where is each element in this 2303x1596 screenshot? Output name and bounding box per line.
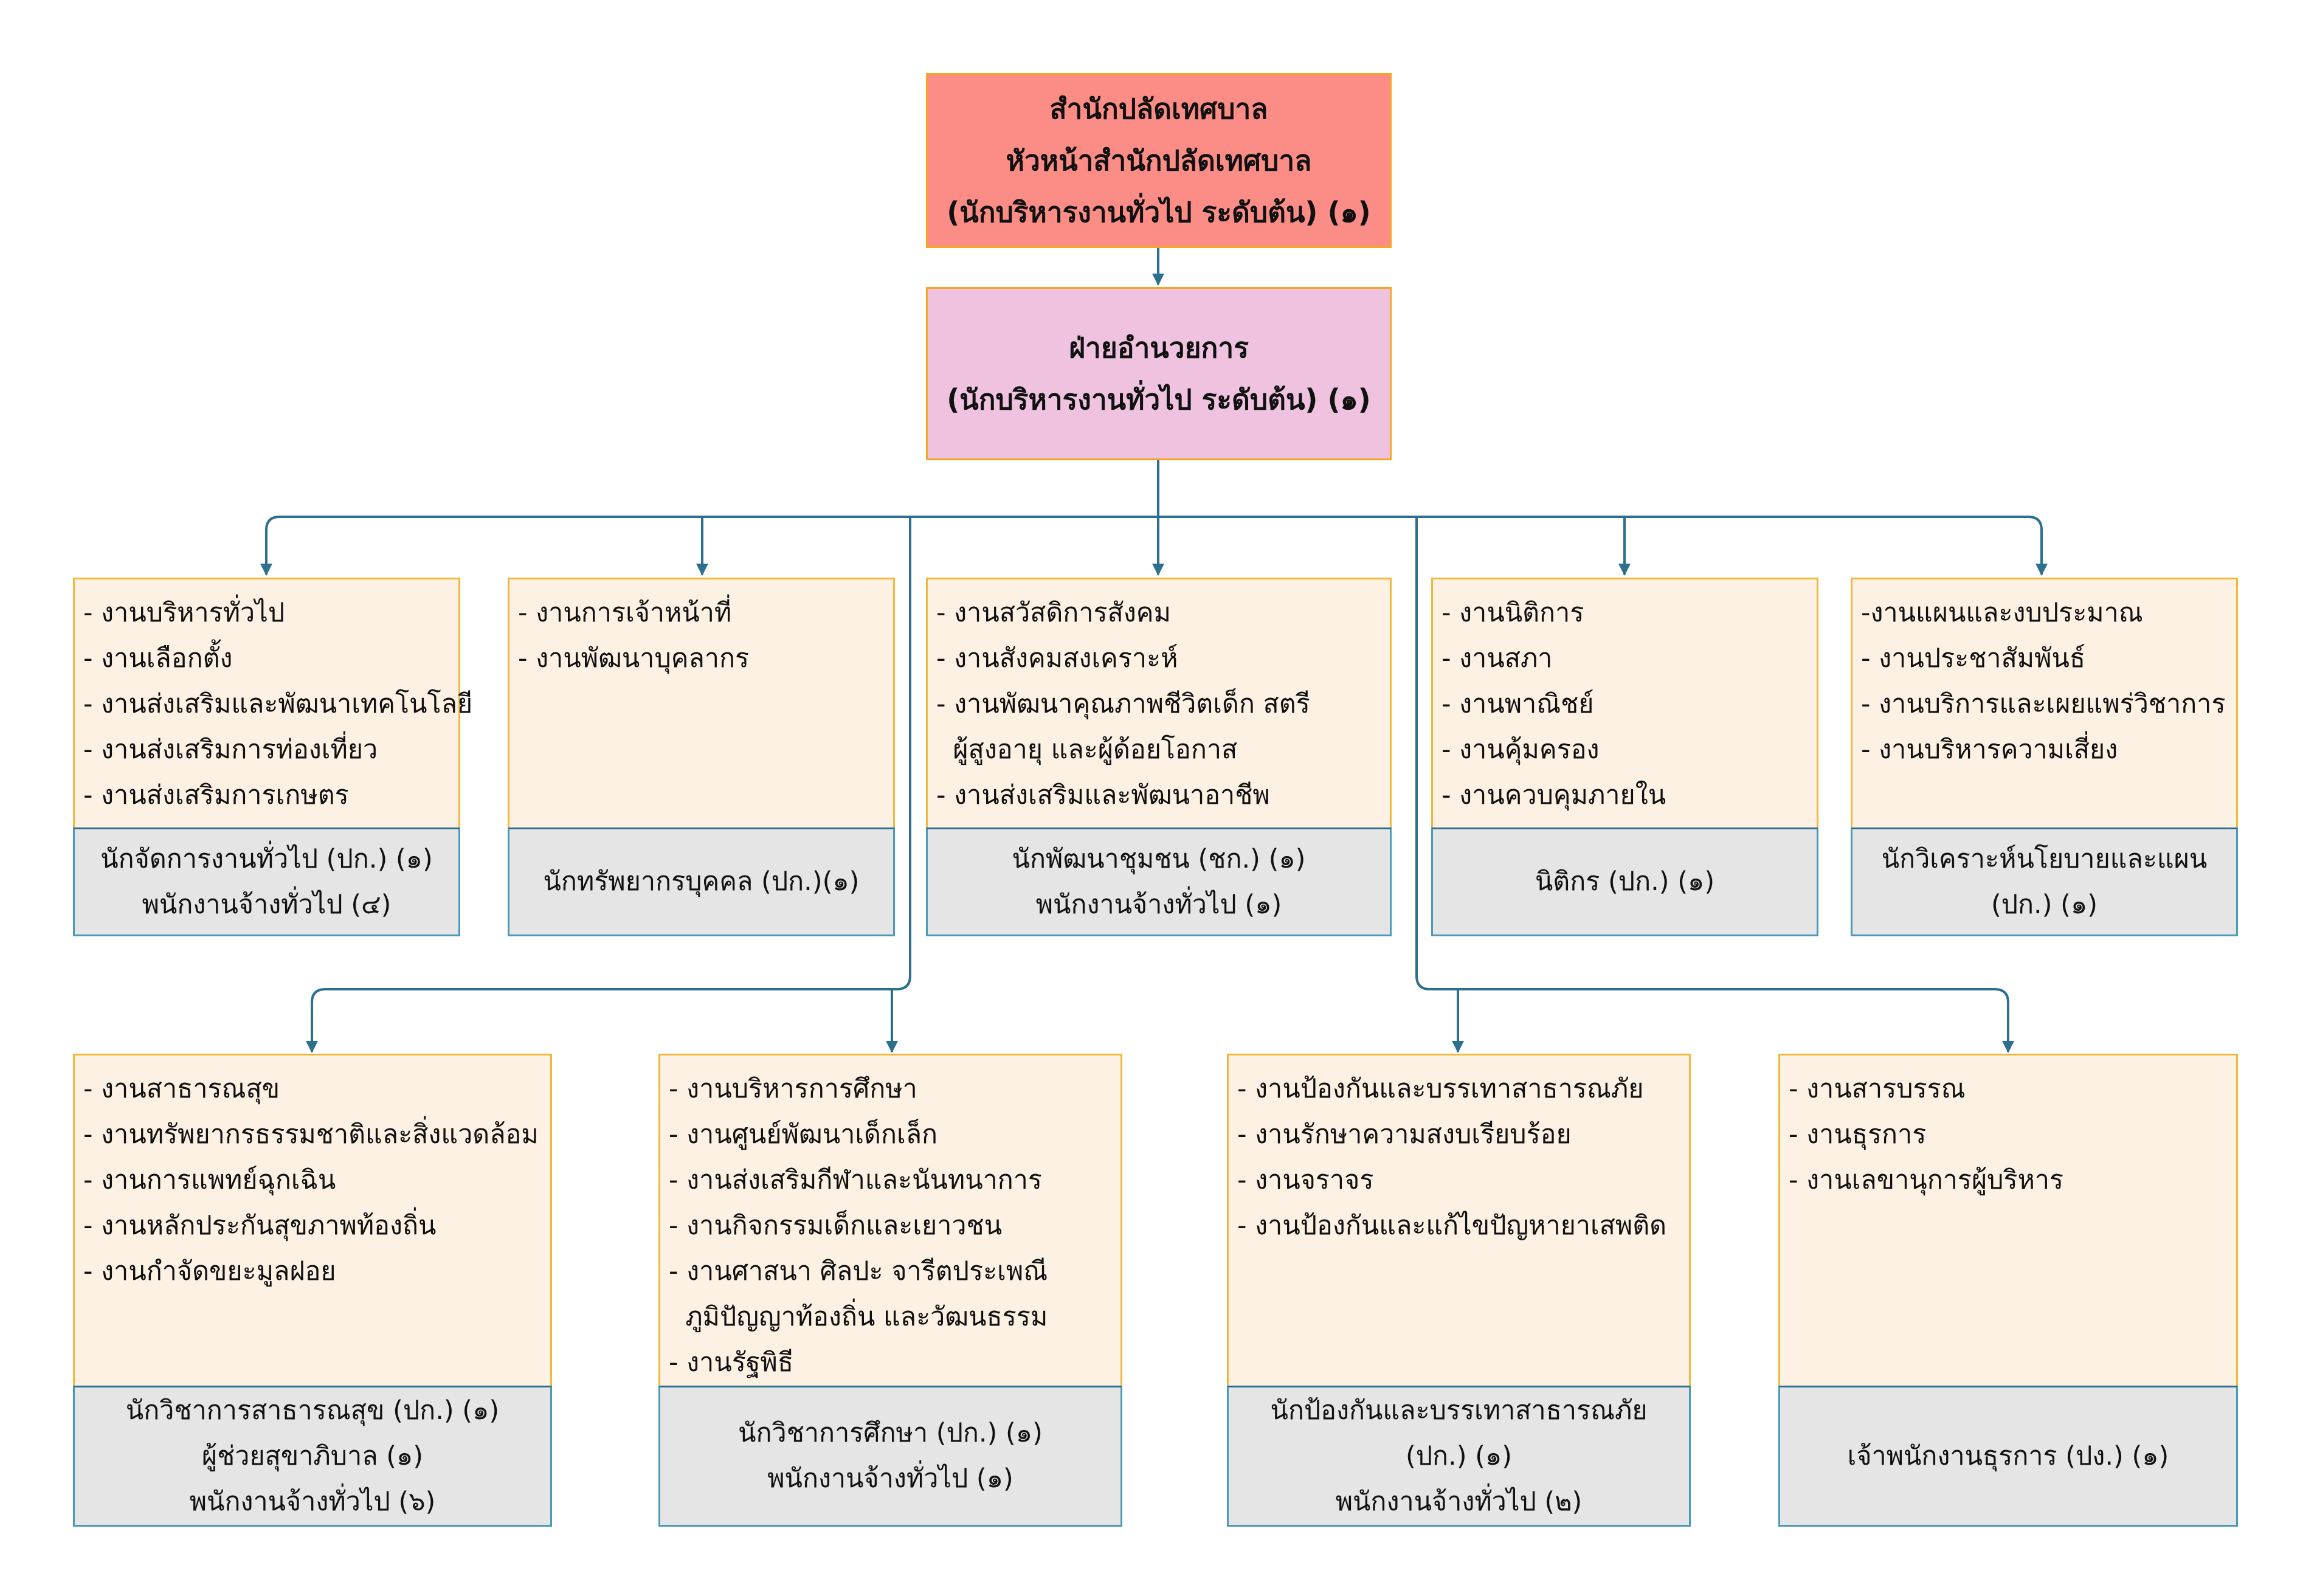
staff-panel: นักป้องกันและบรรเทาสาธารณภัย (ปก.) (๑) พ… xyxy=(1227,1386,1691,1527)
staff-line: พนักงานจ้างทั่วไป (๑) xyxy=(767,1463,1013,1494)
duty-list: - งานสวัสดิการสังคม - งานสังคมสงเคราะห์ … xyxy=(928,579,1390,827)
staff-line: พนักงานจ้างทั่วไป (๒) xyxy=(1335,1486,1583,1517)
connector-left-drop xyxy=(306,517,911,1053)
staff-panel: นักพัฒนาชุมชน (ชก.) (๑) พนักงานจ้างทั่วไ… xyxy=(926,827,1392,936)
staff-panel: นักวิชาการสาธารณสุข (ปก.) (๑) ผู้ช่วยสุข… xyxy=(73,1386,552,1527)
duty-item: - งานกิจกรรมเด็กและเยาวชน xyxy=(669,1211,1003,1241)
duty-item: - งานบริหารทั่วไป xyxy=(83,598,285,628)
staff-line: (ปก.) (๑) xyxy=(1991,889,2098,920)
unit-box: - งานนิติการ - งานสภา - งานพาณิชย์ - งาน… xyxy=(1431,578,1818,936)
staff-line: นักจัดการงานทั่วไป (ปก.) (๑) xyxy=(100,843,433,874)
duty-item: ผู้สูงอายุ และผู้ด้อยโอกาส xyxy=(936,734,1238,765)
staff-line: ผู้ช่วยสุขาภิบาล (๑) xyxy=(201,1440,424,1471)
duty-item: - งานสภา xyxy=(1442,643,1553,674)
duty-item: - งานป้องกันและบรรเทาสาธารณภัย xyxy=(1237,1074,1644,1104)
duty-item: - งานจราจร xyxy=(1237,1165,1374,1195)
staff-line: นักวิเคราะห์นโยบายและแผน xyxy=(1881,843,2208,874)
duty-item: - งานคุ้มครอง xyxy=(1442,734,1600,765)
division-line: ฝ่ายอำนวยการ xyxy=(1069,331,1249,364)
duty-list: - งานบริหารทั่วไป - งานเลือกตั้ง - งานส่… xyxy=(75,579,473,827)
duty-item: - งานป้องกันและแก้ไขปัญหายาเสพติด xyxy=(1237,1211,1667,1241)
staff-panel: นักวิเคราะห์นโยบายและแผน (ปก.) (๑) xyxy=(1851,827,2238,936)
connector-row1-bus xyxy=(265,516,2043,575)
staff-panel: นิติกร (ปก.) (๑) xyxy=(1431,827,1818,936)
duty-item: - งานธุรการ xyxy=(1789,1119,1927,1150)
unit-box: - งานสาธารณสุข - งานทรัพยากรธรรมชาติและส… xyxy=(73,1054,552,1527)
duty-item: - งานรัฐพิธี xyxy=(669,1347,794,1378)
unit-box: - งานป้องกันและบรรเทาสาธารณภัย - งานรักษ… xyxy=(1227,1054,1691,1527)
duty-list: - งานสารบรรณ - งานธุรการ - งานเลขานุการผ… xyxy=(1780,1055,2236,1386)
duty-list: - งานการเจ้าหน้าที่ - งานพัฒนาบุคลากร xyxy=(509,579,893,827)
duty-list: - งานนิติการ - งานสภา - งานพาณิชย์ - งาน… xyxy=(1433,579,1817,827)
duty-item: - งานประชาสัมพันธ์ xyxy=(1861,643,2086,674)
connector-right-drop xyxy=(1415,517,2014,1053)
duty-item: - งานสังคมสงเคราะห์ xyxy=(936,643,1178,674)
unit-box: - งานสารบรรณ - งานธุรการ - งานเลขานุการผ… xyxy=(1778,1054,2238,1527)
municipal-clerk-office-head: สำนักปลัดเทศบาล หัวหน้าสำนักปลัดเทศบาล (… xyxy=(926,73,1392,248)
unit-box: -งานแผนและงบประมาณ - งานประชาสัมพันธ์ - … xyxy=(1851,578,2238,936)
duty-item: - งานศาสนา ศิลปะ จารีตประเพณี xyxy=(669,1256,1048,1287)
duty-item: - งานบริการและเผยแพร่วิชาการ xyxy=(1861,689,2226,719)
duty-item: - งานเลขานุการผู้บริหาร xyxy=(1789,1165,2064,1195)
duty-item: - งานสารบรรณ xyxy=(1789,1074,1966,1104)
duty-list: - งานบริหารการศึกษา - งานศูนย์พัฒนาเด็กเ… xyxy=(660,1055,1120,1386)
duty-item: - งานส่งเสริมการเกษตร xyxy=(83,780,349,810)
head-line: (นักบริหารงานทั่วไป ระดับต้น) (๑) xyxy=(947,195,1371,229)
staff-line: (ปก.) (๑) xyxy=(1405,1440,1513,1471)
duty-item: - งานพาณิชย์ xyxy=(1442,689,1594,719)
unit-box: - งานสวัสดิการสังคม - งานสังคมสงเคราะห์ … xyxy=(926,578,1392,936)
staff-line: พนักงานจ้างทั่วไป (๔) xyxy=(142,889,392,920)
unit-box: - งานบริหารการศึกษา - งานศูนย์พัฒนาเด็กเ… xyxy=(658,1054,1122,1527)
duty-item: - งานกำจัดขยะมูลฝอย xyxy=(83,1256,336,1287)
duty-list: -งานแผนและงบประมาณ - งานประชาสัมพันธ์ - … xyxy=(1852,579,2236,827)
duty-item: - งานการแพทย์ฉุกเฉิน xyxy=(83,1165,336,1195)
duty-item: - งานการเจ้าหน้าที่ xyxy=(518,598,732,628)
duty-item: - งานสวัสดิการสังคม xyxy=(936,598,1171,628)
duty-list: - งานป้องกันและบรรเทาสาธารณภัย - งานรักษ… xyxy=(1229,1055,1689,1386)
staff-line: นิติกร (ปก.) (๑) xyxy=(1535,866,1715,897)
duty-item: -งานแผนและงบประมาณ xyxy=(1861,598,2143,628)
staff-line: นักทรัพยากรบุคคล (ปก.)(๑) xyxy=(543,866,860,897)
staff-panel: นักวิชาการศึกษา (ปก.) (๑) พนักงานจ้างทั่… xyxy=(658,1386,1122,1527)
duty-item: - งานรักษาความสงบเรียบร้อย xyxy=(1237,1119,1572,1150)
duty-item: - งานเลือกตั้ง xyxy=(83,643,233,674)
duty-item: - งานส่งเสริมและพัฒนาอาชีพ xyxy=(936,780,1270,810)
duty-item: - งานศูนย์พัฒนาเด็กเล็ก xyxy=(669,1119,938,1150)
head-line: สำนักปลัดเทศบาล xyxy=(1049,92,1268,125)
division-line: (นักบริหารงานทั่วไป ระดับต้น) (๑) xyxy=(947,382,1371,416)
unit-box: - งานการเจ้าหน้าที่ - งานพัฒนาบุคลากร นั… xyxy=(508,578,895,936)
duty-item: - งานสาธารณสุข xyxy=(83,1074,280,1104)
duty-list: - งานสาธารณสุข - งานทรัพยากรธรรมชาติและส… xyxy=(75,1055,550,1386)
duty-item: ภูมิปัญญาท้องถิ่น และวัฒนธรรม xyxy=(669,1302,1048,1332)
staff-panel: นักจัดการงานทั่วไป (ปก.) (๑) พนักงานจ้าง… xyxy=(73,827,460,936)
staff-line: นักพัฒนาชุมชน (ชก.) (๑) xyxy=(1012,843,1306,874)
duty-item: - งานส่งเสริมและพัฒนาเทคโนโลยี xyxy=(83,689,473,719)
duty-item: - งานส่งเสริมกีฬาและนันทนาการ xyxy=(669,1165,1043,1195)
duty-item: - งานพัฒนาคุณภาพชีวิตเด็ก สตรี xyxy=(936,689,1310,719)
head-line: หัวหน้าสำนักปลัดเทศบาล xyxy=(1006,143,1312,177)
duty-item: - งานบริหารความเสี่ยง xyxy=(1861,734,2118,765)
staff-line: เจ้าพนักงานธุรการ (ปง.) (๑) xyxy=(1847,1440,2169,1471)
staff-line: นักวิชาการสาธารณสุข (ปก.) (๑) xyxy=(125,1395,500,1426)
administration-division: ฝ่ายอำนวยการ (นักบริหารงานทั่วไป ระดับต้… xyxy=(926,287,1392,460)
duty-item: - งานควบคุมภายใน xyxy=(1442,780,1666,810)
staff-line: พนักงานจ้างทั่วไป (๑) xyxy=(1035,889,1282,920)
staff-line: พนักงานจ้างทั่วไป (๖) xyxy=(189,1486,436,1517)
staff-panel: เจ้าพนักงานธุรการ (ปง.) (๑) xyxy=(1778,1386,2238,1527)
duty-item: - งานบริหารการศึกษา xyxy=(669,1074,917,1104)
staff-panel: นักทรัพยากรบุคคล (ปก.)(๑) xyxy=(508,827,895,936)
staff-line: นักวิชาการศึกษา (ปก.) (๑) xyxy=(738,1418,1043,1448)
duty-item: - งานทรัพยากรธรรมชาติและสิ่งแวดล้อม xyxy=(83,1119,539,1150)
duty-item: - งานพัฒนาบุคลากร xyxy=(518,643,750,674)
staff-line: นักป้องกันและบรรเทาสาธารณภัย xyxy=(1270,1395,1648,1426)
duty-item: - งานหลักประกันสุขภาพท้องถิ่น xyxy=(83,1211,437,1241)
duty-item: - งานนิติการ xyxy=(1442,598,1584,628)
unit-box: - งานบริหารทั่วไป - งานเลือกตั้ง - งานส่… xyxy=(73,578,473,936)
duty-item: - งานส่งเสริมการท่องเที่ยว xyxy=(83,734,378,765)
